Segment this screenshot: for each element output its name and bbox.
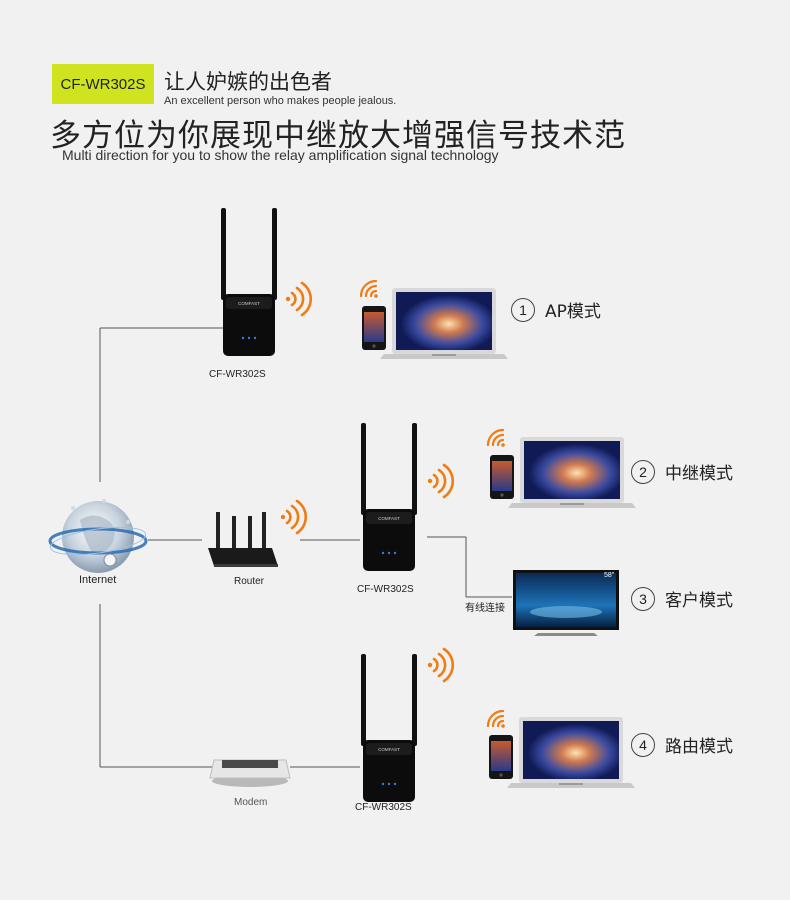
mode-text: 客户模式 xyxy=(665,591,733,611)
repeater-device-1 xyxy=(221,208,277,356)
mode-ap: 1 AP模式 xyxy=(511,297,601,322)
mode-router: 4 路由模式 xyxy=(631,732,733,757)
modem-label: Modem xyxy=(234,797,268,808)
mode-number: 1 xyxy=(511,297,535,322)
repeater-label-3: CF-WR302S xyxy=(355,802,412,813)
mode-number: 3 xyxy=(631,586,655,611)
page-title: 多方位为你展现中继放大增强信号技术范 xyxy=(50,118,626,154)
repeater-label-2: CF-WR302S xyxy=(357,584,414,595)
internet-globe xyxy=(48,499,148,573)
mode-client: 3 客户模式 xyxy=(631,586,733,611)
modem-device xyxy=(209,759,291,787)
client-laptop-phone-1 xyxy=(362,288,508,359)
mode-repeater: 2 中继模式 xyxy=(631,459,733,484)
router-device xyxy=(208,512,278,567)
client-laptop-phone-2 xyxy=(490,437,636,508)
mode-number: 2 xyxy=(631,459,655,484)
wired-connection-label: 有线连接 xyxy=(465,603,505,614)
slogan-chinese: 让人妒嫉的出色者 xyxy=(164,70,332,94)
page-subtitle: Multi direction for you to show the rela… xyxy=(62,147,499,163)
tv-size-badge: 58" xyxy=(604,572,615,579)
mode-text: 中继模式 xyxy=(665,464,733,484)
repeater-device-2 xyxy=(361,423,417,571)
repeater-label-1: CF-WR302S xyxy=(209,369,266,380)
mode-text: AP模式 xyxy=(545,302,601,322)
mode-text: 路由模式 xyxy=(665,737,733,757)
slogan-english: An excellent person who makes people jea… xyxy=(164,95,397,107)
repeater-device-3 xyxy=(361,654,417,802)
router-label: Router xyxy=(234,576,265,587)
client-laptop-phone-3 xyxy=(489,717,635,788)
tv-device xyxy=(513,570,619,636)
internet-label: Internet xyxy=(79,574,117,586)
mode-number: 4 xyxy=(631,732,655,757)
model-badge: CF-WR302S xyxy=(52,64,154,104)
